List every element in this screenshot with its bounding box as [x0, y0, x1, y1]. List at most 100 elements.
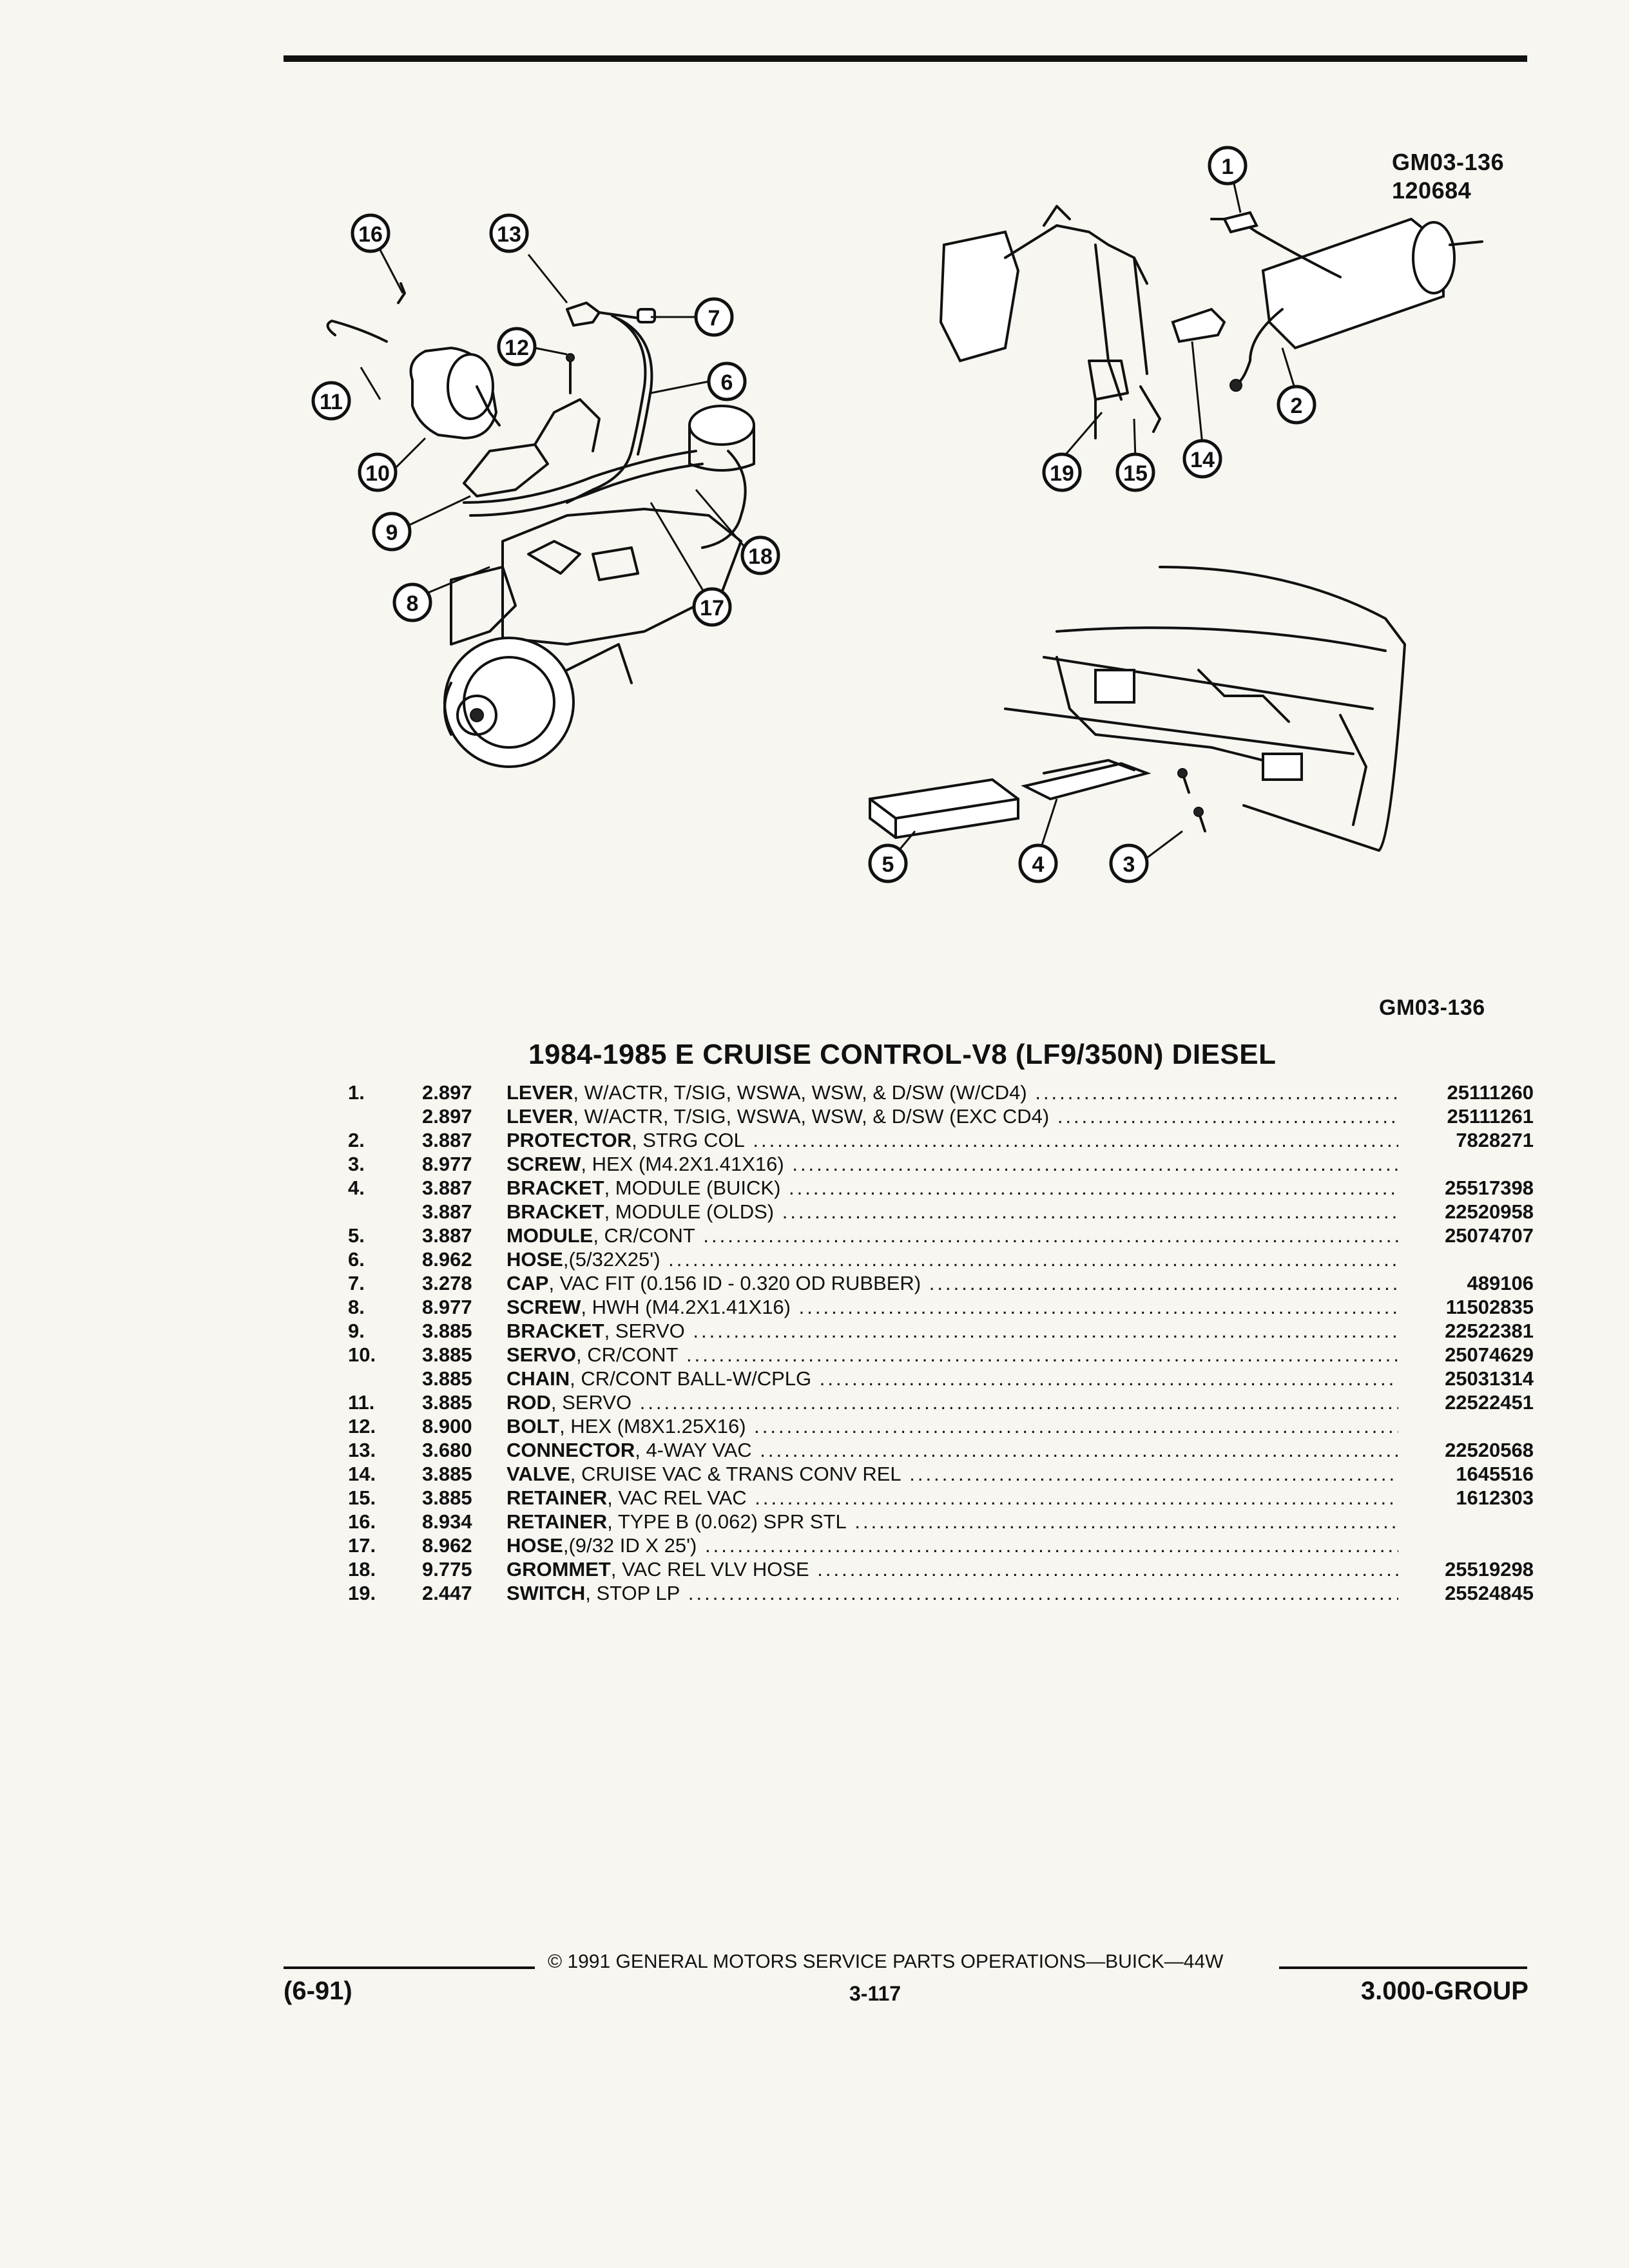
callout-18: 18	[740, 535, 780, 575]
part-spec: , CRUISE VAC & TRANS CONV REL	[570, 1463, 901, 1485]
svg-text:5: 5	[882, 852, 894, 877]
leader-dots: ........................................…	[798, 1296, 1398, 1318]
part-number: 25111261	[1447, 1105, 1534, 1128]
servo-assembly-illustration	[326, 282, 755, 768]
part-description: SERVO, CR/CONT .........................…	[506, 1343, 1398, 1367]
item-number: 15.	[348, 1486, 376, 1509]
group-code: 3.278	[422, 1272, 472, 1294]
item-number: 9.	[348, 1320, 365, 1342]
part-description: LEVER, W/ACTR, T/SIG, WSWA, WSW, & D/SW …	[506, 1081, 1398, 1104]
leader-dots: ........................................…	[639, 1391, 1398, 1414]
group-code: 2.447	[422, 1582, 472, 1604]
part-spec: , MODULE (BUICK)	[604, 1177, 781, 1199]
svg-text:9: 9	[386, 521, 398, 545]
item-number: 19.	[348, 1582, 376, 1604]
callout-11: 11	[311, 381, 351, 421]
item-number: 1.	[348, 1081, 365, 1104]
part-name: CONNECTOR	[506, 1439, 635, 1461]
part-description: BRACKET, SERVO .........................…	[506, 1320, 1398, 1343]
part-description: VALVE, CRUISE VAC & TRANS CONV REL .....…	[506, 1463, 1398, 1486]
copyright-notice: © 1991 GENERAL MOTORS SERVICE PARTS OPER…	[548, 1951, 1224, 1972]
part-description: SCREW, HWH (M4.2X1.41X16) ..............…	[506, 1296, 1398, 1319]
svg-text:3: 3	[1123, 852, 1135, 877]
group-code: 3.887	[422, 1224, 472, 1247]
part-number: 25074707	[1445, 1224, 1534, 1247]
group-code: 3.885	[422, 1391, 472, 1414]
callout-6: 6	[707, 361, 747, 401]
part-number: 25074629	[1445, 1343, 1534, 1366]
part-spec: , CR/CONT BALL-W/CPLG	[570, 1367, 812, 1390]
group-code: 3.885	[422, 1486, 472, 1509]
part-number: 25519298	[1445, 1558, 1534, 1581]
part-spec: ,(5/32X25')	[563, 1248, 660, 1271]
part-number: 22520958	[1445, 1200, 1534, 1223]
part-spec: , CR/CONT	[593, 1224, 695, 1247]
part-name: SCREW	[506, 1153, 581, 1175]
callout-5: 5	[868, 843, 908, 883]
part-number: 11502835	[1445, 1296, 1534, 1318]
svg-text:6: 6	[721, 370, 733, 395]
leader-dots: ........................................…	[1035, 1081, 1398, 1104]
part-name: BRACKET	[506, 1320, 604, 1342]
figure-code: GM03-136	[1392, 149, 1505, 175]
part-number: 7828271	[1456, 1129, 1534, 1151]
item-number: 16.	[348, 1510, 376, 1533]
part-spec: , CR/CONT	[575, 1343, 679, 1366]
part-description: HOSE,(9/32 ID X 25') ...................…	[506, 1534, 1398, 1557]
item-number: 6.	[348, 1248, 365, 1271]
part-spec: , HWH (M4.2X1.41X16)	[581, 1296, 791, 1318]
svg-text:15: 15	[1123, 461, 1148, 486]
group-code: 8.934	[422, 1510, 472, 1533]
callout-17: 17	[692, 587, 732, 627]
group-code: 8.977	[422, 1153, 472, 1175]
part-spec: , TYPE B (0.062) SPR STL	[607, 1510, 847, 1533]
part-number: 22520568	[1445, 1439, 1534, 1461]
part-description: MODULE, CR/CONT ........................…	[506, 1224, 1398, 1247]
part-name: PROTECTOR	[506, 1129, 632, 1151]
item-number: 11.	[348, 1391, 375, 1414]
part-description: RETAINER, VAC REL VAC ..................…	[506, 1486, 1398, 1510]
part-description: GROMMET, VAC REL VLV HOSE ..............…	[506, 1558, 1398, 1581]
part-number: 25031314	[1445, 1367, 1534, 1390]
callout-7: 7	[694, 297, 734, 337]
leader-dots: ........................................…	[782, 1200, 1398, 1223]
callout-16: 16	[351, 213, 390, 253]
callout-2: 2	[1277, 385, 1316, 425]
part-name: HOSE	[506, 1248, 563, 1271]
item-number: 18.	[348, 1558, 376, 1581]
part-name: LEVER	[506, 1105, 574, 1128]
part-name: RETAINER	[506, 1486, 608, 1509]
item-number: 14.	[348, 1463, 376, 1485]
part-spec: , VAC FIT (0.156 ID - 0.320 OD RUBBER)	[548, 1272, 921, 1294]
part-description: CONNECTOR, 4-WAY VAC ...................…	[506, 1439, 1398, 1462]
leader-dots: ........................................…	[854, 1510, 1398, 1533]
group-code: 3.887	[422, 1129, 472, 1151]
item-number: 5.	[348, 1224, 365, 1247]
group-code: 2.897	[422, 1081, 472, 1104]
part-name: VALVE	[506, 1463, 570, 1485]
part-spec: ,(9/32 ID X 25')	[563, 1534, 697, 1557]
figure-code-bottom: GM03-136	[1379, 995, 1485, 1020]
part-name: CAP	[506, 1272, 549, 1294]
part-spec: , HEX (M4.2X1.41X16)	[581, 1153, 784, 1175]
item-number: 10.	[348, 1343, 376, 1366]
svg-text:18: 18	[748, 544, 773, 569]
svg-text:10: 10	[365, 461, 390, 486]
part-spec: , HEX (M8X1.25X16)	[559, 1415, 746, 1437]
part-spec: , SERVO	[550, 1391, 632, 1414]
group-code: 3.887	[422, 1200, 472, 1223]
part-spec: , STOP LP	[585, 1582, 680, 1604]
item-number: 2.	[348, 1129, 365, 1151]
leader-dots: ........................................…	[755, 1486, 1398, 1509]
callout-leaders-left	[360, 249, 752, 606]
